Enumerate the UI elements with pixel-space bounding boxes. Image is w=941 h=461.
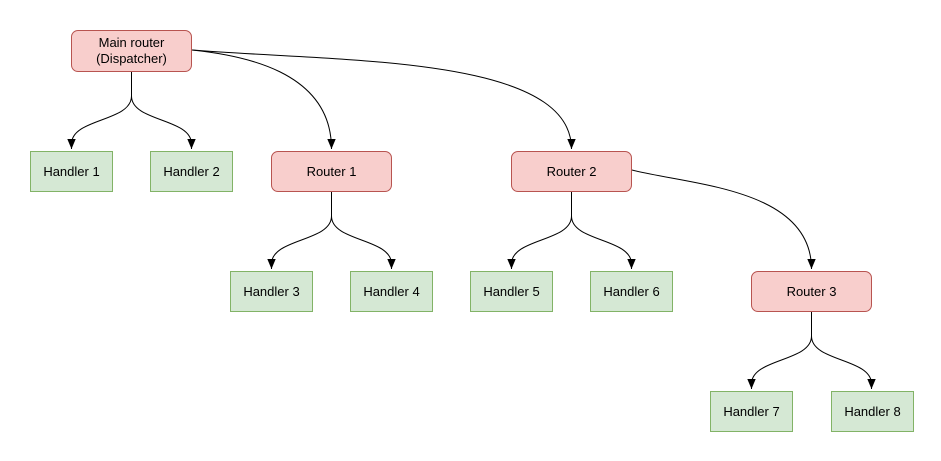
edge-router2-router3 <box>631 169 816 270</box>
node-handler-6: Handler 6 <box>590 271 673 312</box>
edge-main-handler2 <box>131 72 196 149</box>
edge-router2-handler6 <box>571 192 636 269</box>
node-handler-5: Handler 5 <box>470 271 553 312</box>
node-handler-4: Handler 4 <box>350 271 433 312</box>
edge-router1-handler4 <box>331 192 396 269</box>
edge-main-router2 <box>191 49 576 150</box>
node-handler-7: Handler 7 <box>710 391 793 432</box>
node-router-1: Router 1 <box>271 151 392 192</box>
node-handler-2: Handler 2 <box>150 151 233 192</box>
node-handler-1: Handler 1 <box>30 151 113 192</box>
node-handler-3: Handler 3 <box>230 271 313 312</box>
edge-router1-handler3 <box>267 192 332 269</box>
node-handler-8: Handler 8 <box>831 391 914 432</box>
edge-router3-handler8 <box>811 312 876 389</box>
node-router-2: Router 2 <box>511 151 632 192</box>
edge-main-router1 <box>191 49 336 150</box>
node-router-3: Router 3 <box>751 271 872 312</box>
edge-router2-handler5 <box>507 192 572 269</box>
node-main-router: Main router (Dispatcher) <box>71 30 192 72</box>
edge-router3-handler7 <box>747 312 812 389</box>
edge-main-handler1 <box>67 72 132 149</box>
